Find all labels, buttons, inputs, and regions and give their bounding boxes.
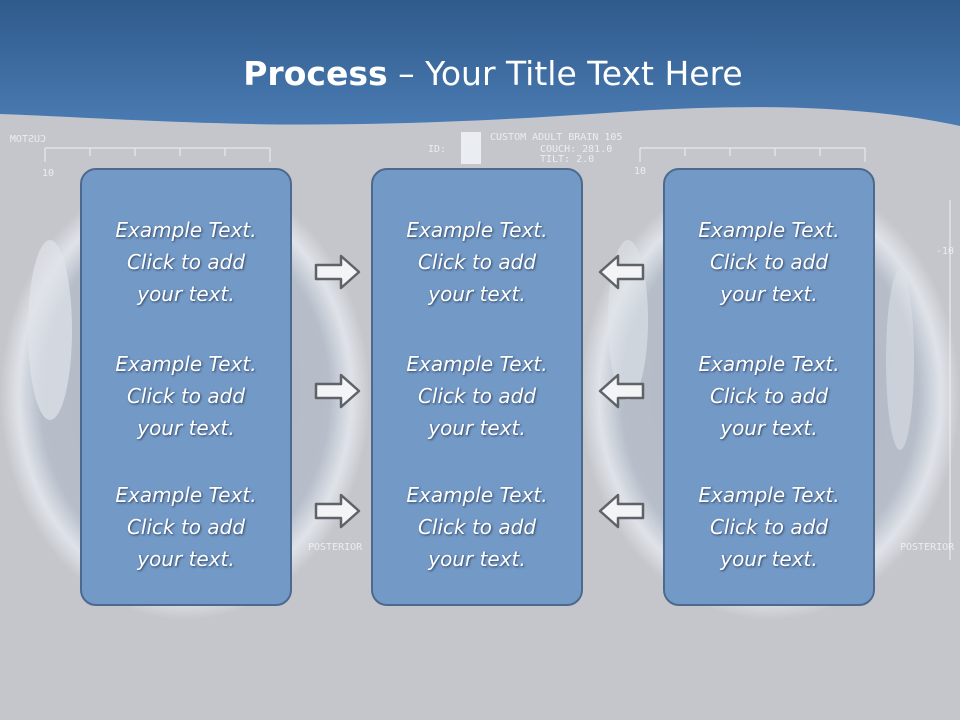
text-line: Click to add (126, 515, 246, 539)
text-line: Click to add (709, 515, 829, 539)
text-block[interactable]: Example Text. Click to add your text. (373, 214, 581, 310)
right-edge-scale-label: -10 (936, 246, 954, 257)
text-line: your text. (720, 416, 818, 440)
text-line: your text. (137, 547, 235, 571)
text-line: Click to add (417, 384, 537, 408)
text-block[interactable]: Example Text. Click to add your text. (665, 348, 873, 444)
text-block[interactable]: Example Text. Click to add your text. (82, 214, 290, 310)
right-scale-label: 10 (634, 166, 646, 177)
arrow-right-icon (314, 493, 361, 529)
center-tilt-text: TILT: 2.0 (540, 154, 594, 165)
process-panel-middle[interactable]: Example Text. Click to add your text. Ex… (371, 168, 583, 606)
text-line: Click to add (126, 384, 246, 408)
text-line: your text. (720, 282, 818, 306)
text-line: Example Text. (406, 352, 548, 376)
left-scan-label: CUSTOM (10, 134, 46, 145)
left-scale-label: 10 (42, 168, 54, 179)
center-id-text: ID: (428, 144, 446, 155)
arrow-left-icon (598, 373, 645, 409)
process-panel-right[interactable]: Example Text. Click to add your text. Ex… (663, 168, 875, 606)
text-line: your text. (428, 282, 526, 306)
arrow-right-icon (314, 373, 361, 409)
text-block[interactable]: Example Text. Click to add your text. (373, 479, 581, 575)
text-line: your text. (137, 416, 235, 440)
text-line: Example Text. (698, 218, 840, 242)
text-block[interactable]: Example Text. Click to add your text. (82, 479, 290, 575)
text-line: Example Text. (406, 218, 548, 242)
header-band (0, 0, 960, 126)
text-block[interactable]: Example Text. Click to add your text. (82, 348, 290, 444)
process-panel-left[interactable]: Example Text. Click to add your text. Ex… (80, 168, 292, 606)
text-block[interactable]: Example Text. Click to add your text. (665, 479, 873, 575)
text-line: your text. (137, 282, 235, 306)
text-line: Click to add (709, 250, 829, 274)
title-rest: – Your Title Text Here (387, 54, 743, 93)
slide-title[interactable]: Process – Your Title Text Here (0, 50, 960, 98)
text-line: Example Text. (698, 483, 840, 507)
text-block[interactable]: Example Text. Click to add your text. (665, 214, 873, 310)
text-line: Example Text. (115, 218, 257, 242)
arrow-left-icon (598, 493, 645, 529)
text-line: your text. (428, 416, 526, 440)
text-line: Example Text. (115, 352, 257, 376)
arrow-left-icon (598, 254, 645, 290)
text-block[interactable]: Example Text. Click to add your text. (373, 348, 581, 444)
arrow-right-icon (314, 254, 361, 290)
title-bold: Process (243, 54, 388, 93)
text-line: Click to add (126, 250, 246, 274)
text-line: Example Text. (115, 483, 257, 507)
center-header-text: CUSTOM ADULT BRAIN 105 (490, 132, 622, 143)
text-line: your text. (428, 547, 526, 571)
text-line: Example Text. (698, 352, 840, 376)
right-posterior-label: POSTERIOR (900, 542, 955, 553)
left-posterior-label: POSTERIOR (308, 542, 363, 553)
text-line: Click to add (709, 384, 829, 408)
text-line: Click to add (417, 250, 537, 274)
text-line: your text. (720, 547, 818, 571)
center-couch-text: COUCH: 281.0 (540, 144, 612, 155)
text-line: Example Text. (406, 483, 548, 507)
text-line: Click to add (417, 515, 537, 539)
